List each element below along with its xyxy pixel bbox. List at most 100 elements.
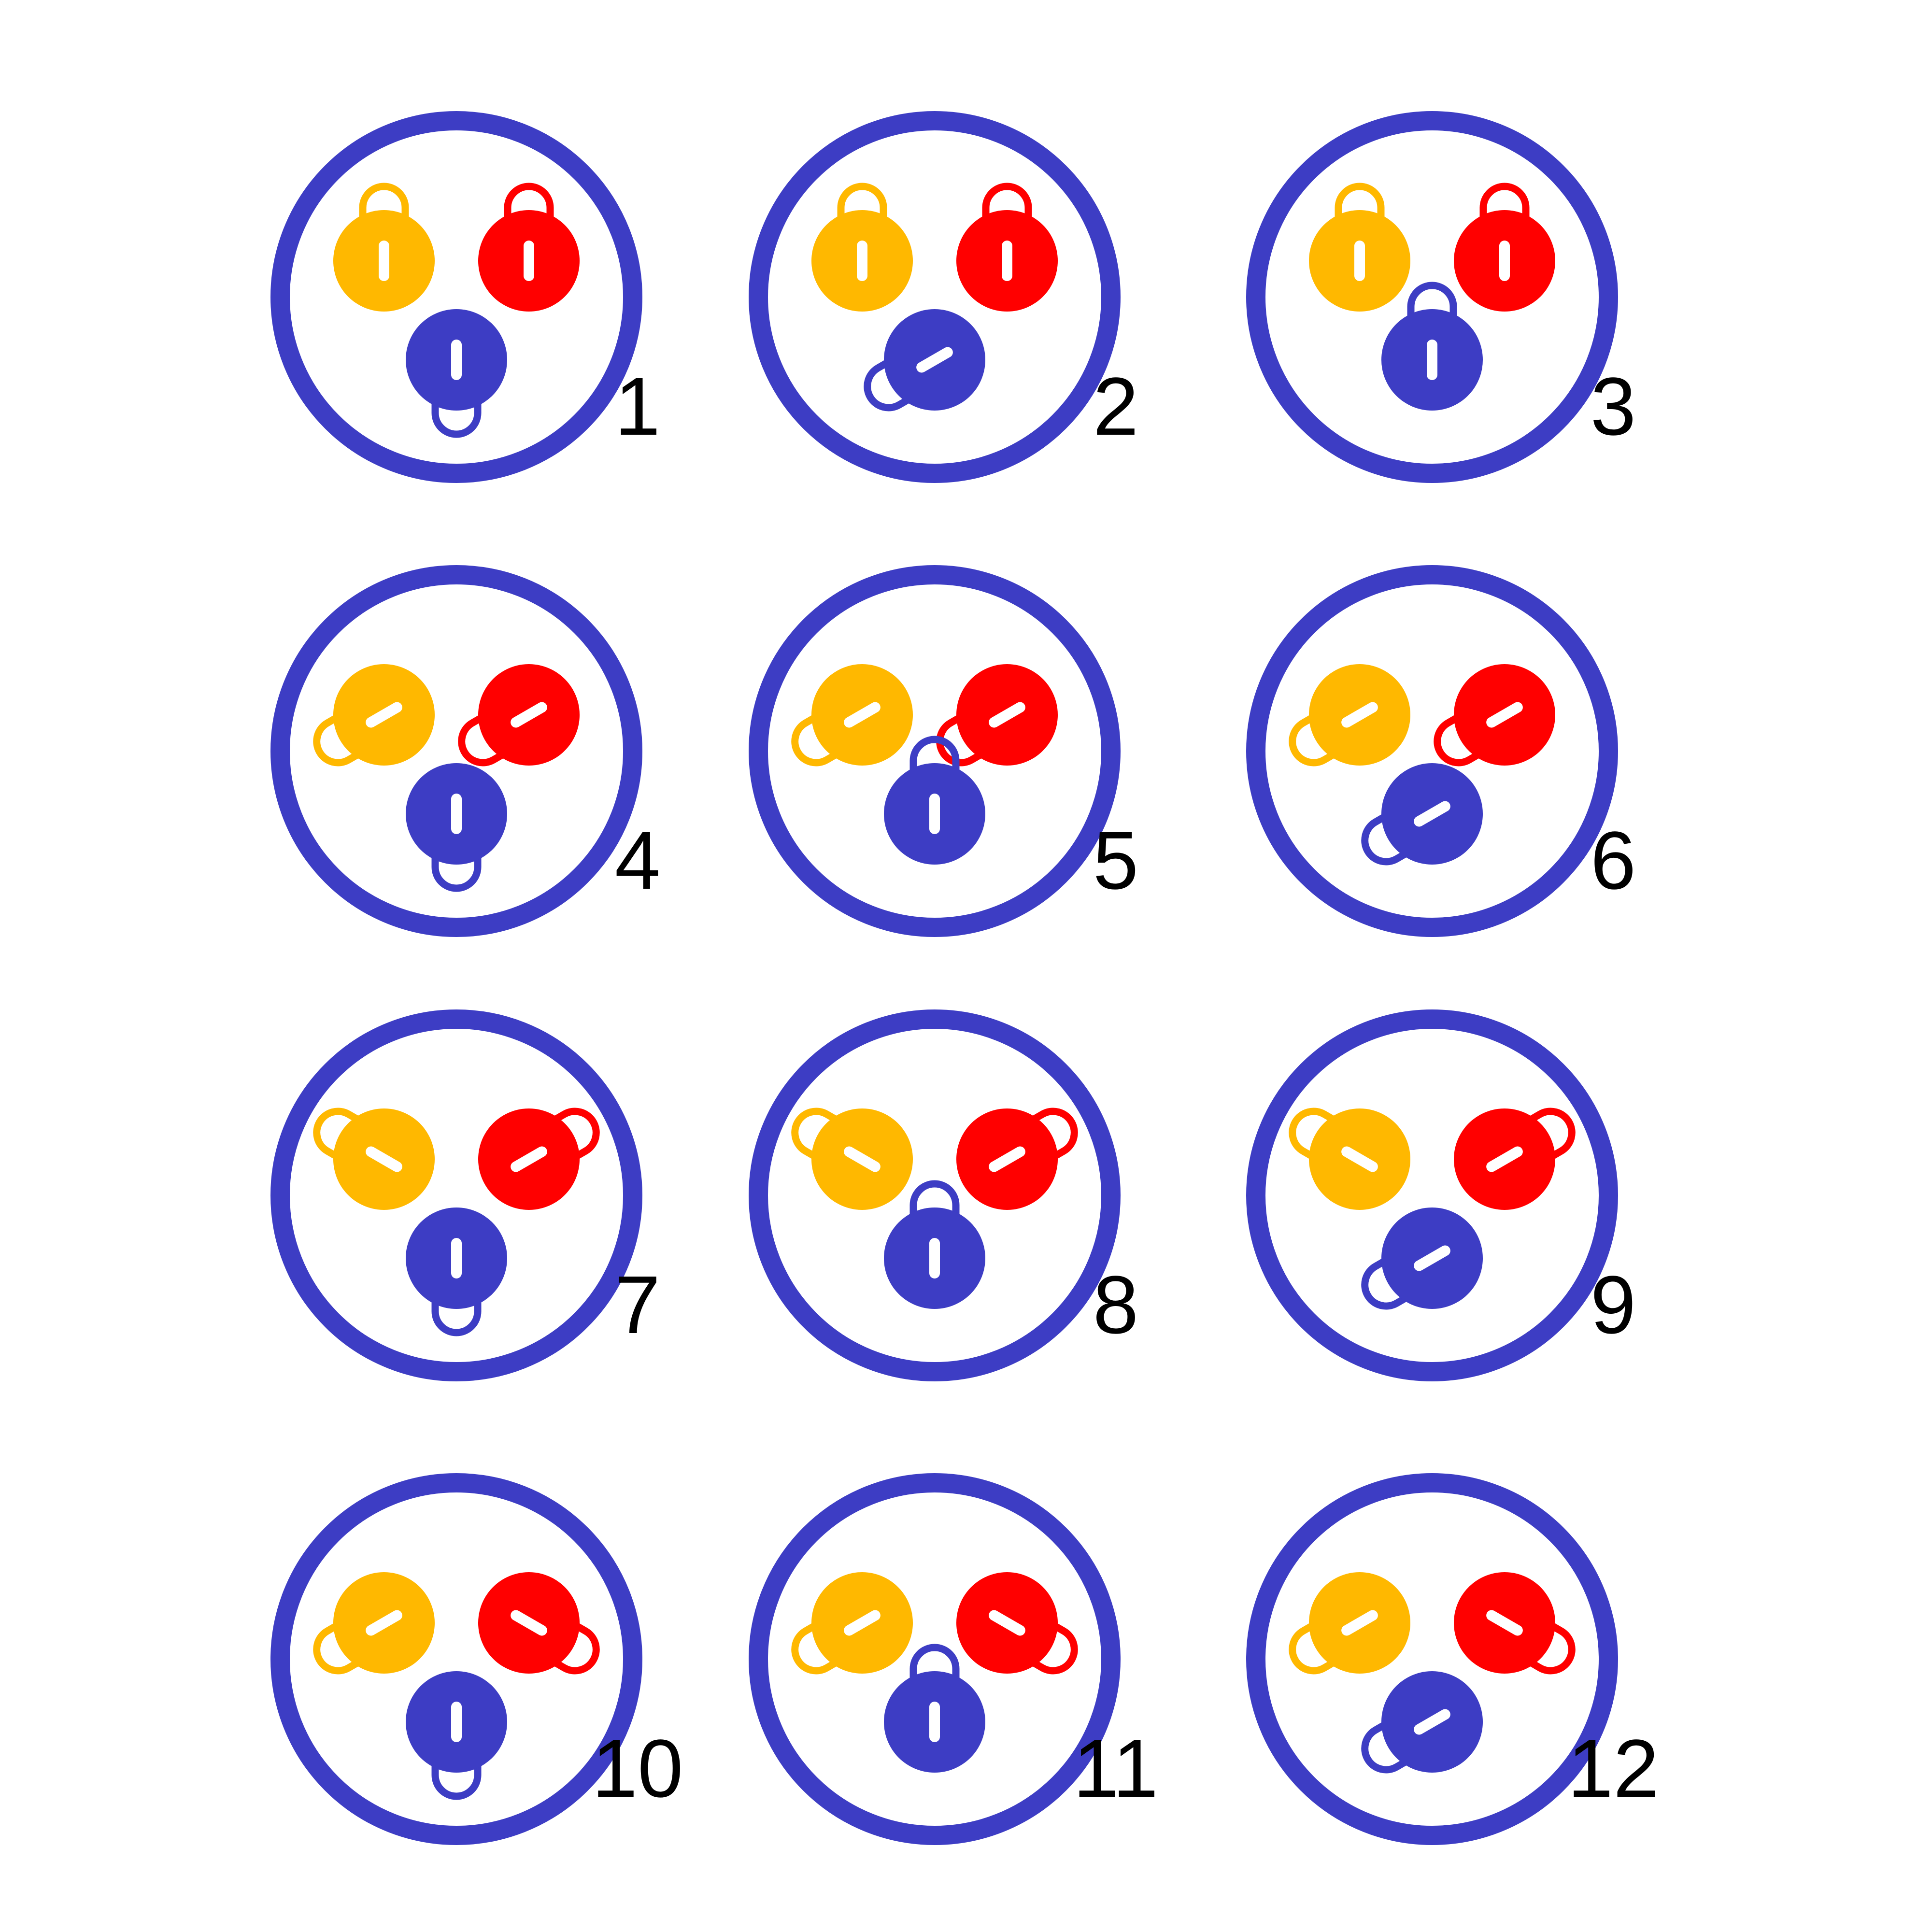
keyhole-slot xyxy=(366,1146,402,1172)
figure-5: 5 xyxy=(749,565,1139,937)
padlock-shackle xyxy=(431,1745,482,1800)
padlock-shackle xyxy=(504,183,554,238)
outer-ring xyxy=(1246,1009,1618,1381)
padlock-shackle xyxy=(1289,705,1352,767)
keyhole-slot xyxy=(1002,241,1012,281)
outer-ring xyxy=(270,111,642,483)
keyhole-slot xyxy=(1486,702,1523,728)
keyhole-slot xyxy=(451,1238,462,1279)
yellow-padlock-icon xyxy=(1289,1572,1410,1675)
red-padlock-icon xyxy=(478,183,580,312)
yellow-padlock-icon xyxy=(313,1108,435,1210)
padlock-shackle xyxy=(1014,1613,1078,1675)
keyhole-slot xyxy=(1414,1709,1450,1735)
padlock-shackle xyxy=(837,183,887,238)
keyhole-slot xyxy=(1499,241,1510,281)
padlock-shackle xyxy=(313,1613,377,1675)
figure-9: 9 xyxy=(1246,1009,1636,1381)
red-padlock-icon xyxy=(1454,183,1555,312)
keyhole-slot xyxy=(1486,1146,1523,1172)
keyhole-slot xyxy=(1341,702,1378,728)
blue-padlock-icon xyxy=(884,1644,985,1773)
blue-padlock-icon xyxy=(1361,1208,1483,1310)
blue-padlock-icon xyxy=(406,763,507,892)
keyhole-slot xyxy=(916,347,953,373)
keyhole-slot xyxy=(929,1238,940,1279)
yellow-padlock-icon xyxy=(313,664,435,767)
keyhole-slot xyxy=(511,702,547,728)
red-padlock-icon xyxy=(936,664,1058,767)
keyhole-slot xyxy=(857,241,867,281)
figure-number-label: 2 xyxy=(1093,361,1139,453)
red-padlock-icon xyxy=(1454,1108,1576,1210)
padlock-shackle xyxy=(313,705,377,767)
padlock-shackle xyxy=(909,736,960,791)
figure-11: 11 xyxy=(749,1473,1158,1845)
red-padlock-icon xyxy=(956,1108,1078,1210)
padlock-shackle xyxy=(1289,1613,1352,1675)
padlock-shackle xyxy=(791,1613,855,1675)
figure-6: 6 xyxy=(1246,565,1636,937)
figure-2: 2 xyxy=(749,111,1139,483)
figure-7: 7 xyxy=(270,1009,660,1381)
figure-number-label: 6 xyxy=(1591,815,1636,907)
keyhole-slot xyxy=(366,702,402,728)
outer-ring xyxy=(270,1009,642,1381)
padlock-shackle xyxy=(313,1108,377,1169)
keyhole-slot xyxy=(929,1702,940,1742)
outer-ring xyxy=(749,111,1121,483)
blue-padlock-icon xyxy=(406,309,507,438)
red-padlock-icon xyxy=(478,1572,600,1675)
keyhole-slot xyxy=(451,340,462,380)
outer-ring xyxy=(749,1009,1121,1381)
padlock-shackle xyxy=(431,1281,482,1336)
padlock-shackle xyxy=(1434,705,1497,767)
padlock-shackle xyxy=(536,1613,600,1675)
figure-1: 1 xyxy=(270,111,661,483)
padlock-shackle xyxy=(864,350,927,412)
padlock-shackle xyxy=(982,183,1032,238)
keyhole-slot xyxy=(989,1146,1025,1172)
padlock-shackle xyxy=(431,837,482,892)
keyhole-slot xyxy=(844,1610,881,1636)
keyhole-slot xyxy=(1354,241,1365,281)
yellow-padlock-icon xyxy=(313,1572,435,1675)
figure-3: 3 xyxy=(1246,111,1636,483)
figure-12: 12 xyxy=(1246,1473,1659,1845)
figure-number-label: 8 xyxy=(1093,1259,1139,1351)
figure-number-label: 5 xyxy=(1093,815,1139,907)
yellow-padlock-icon xyxy=(791,664,913,767)
padlock-shackle xyxy=(536,1108,600,1169)
padlock-shackle xyxy=(1335,183,1385,238)
blue-padlock-icon xyxy=(406,1208,507,1336)
red-padlock-icon xyxy=(458,664,580,767)
figure-number-label: 9 xyxy=(1591,1259,1636,1351)
keyhole-slot xyxy=(1414,801,1450,827)
outer-ring xyxy=(749,565,1121,937)
keyhole-slot xyxy=(524,241,534,281)
keyhole-slot xyxy=(1427,340,1437,380)
keyhole-slot xyxy=(989,702,1025,728)
yellow-padlock-icon xyxy=(791,1572,913,1675)
keyhole-slot xyxy=(1486,1610,1523,1636)
padlock-shackle xyxy=(1361,804,1425,866)
figure-4: 4 xyxy=(270,565,660,937)
padlock-shackle xyxy=(1479,183,1530,238)
red-padlock-icon xyxy=(478,1108,600,1210)
red-padlock-icon xyxy=(1434,664,1555,767)
yellow-padlock-icon xyxy=(333,183,435,312)
keyhole-slot xyxy=(989,1610,1025,1636)
keyhole-slot xyxy=(1341,1610,1378,1636)
padlock-shackle xyxy=(791,1108,855,1169)
padlock-shackle xyxy=(359,183,409,238)
figure-number-label: 1 xyxy=(615,361,661,453)
keyhole-slot xyxy=(451,794,462,834)
yellow-padlock-icon xyxy=(1289,664,1410,767)
padlock-shackle xyxy=(431,383,482,438)
keyhole-slot xyxy=(366,1610,402,1636)
keyhole-slot xyxy=(1414,1245,1450,1271)
red-padlock-icon xyxy=(1454,1572,1576,1675)
red-padlock-icon xyxy=(956,183,1058,312)
